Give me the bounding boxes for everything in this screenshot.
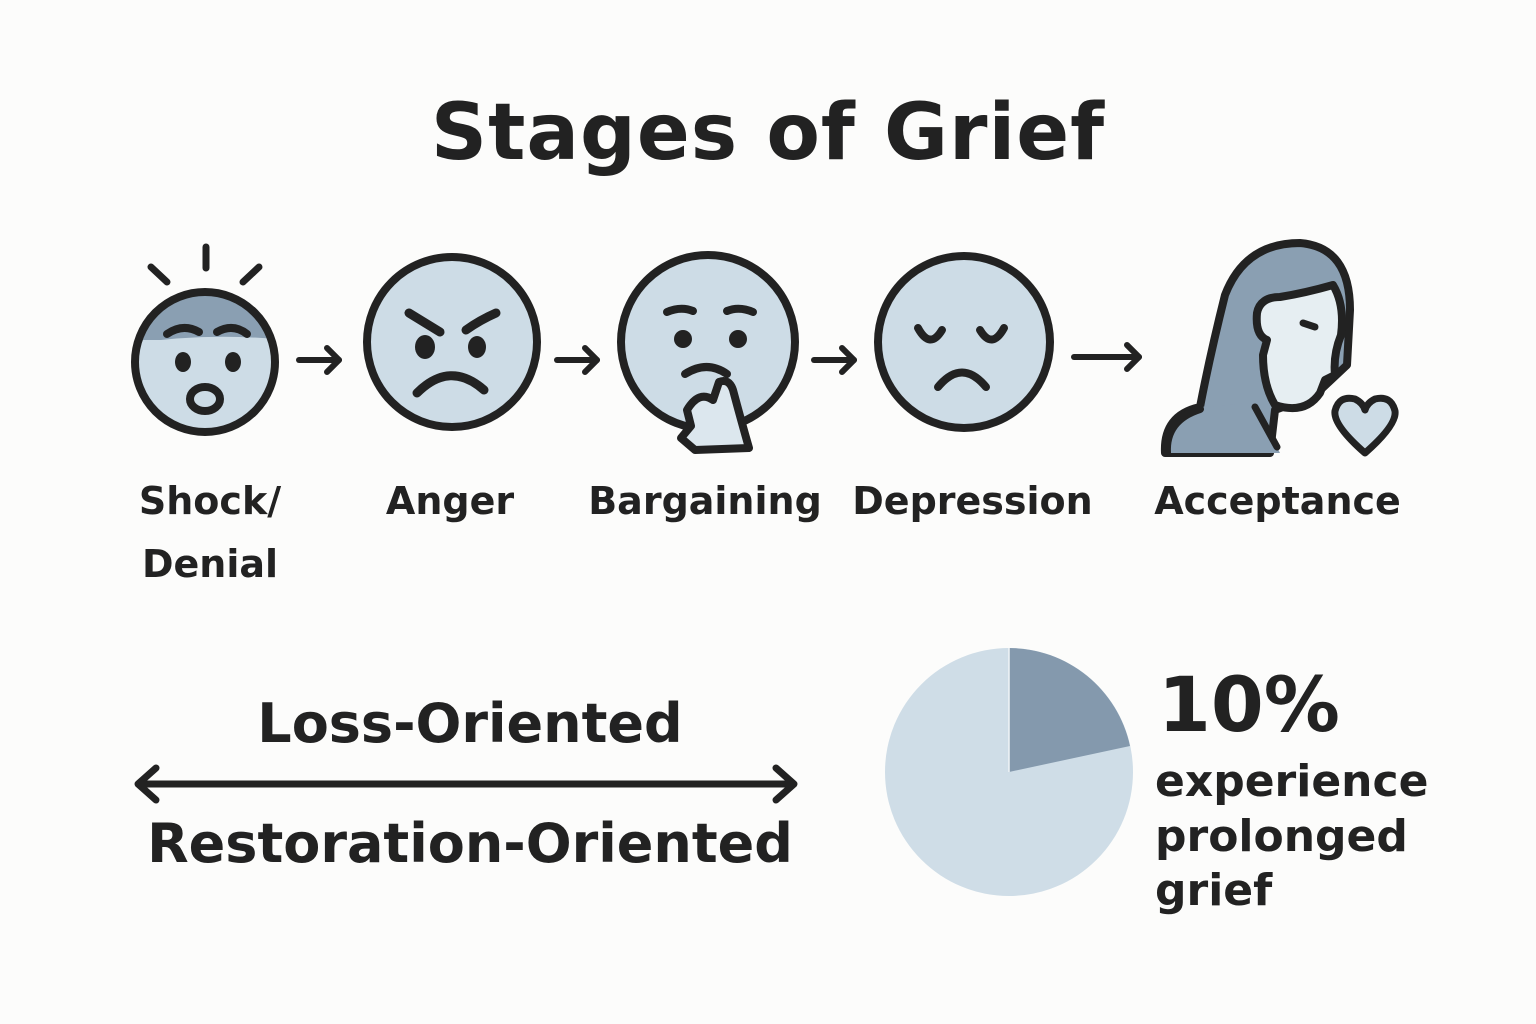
arrow-right-icon: [554, 345, 600, 375]
stage-label-bargaining: Bargaining: [588, 479, 822, 523]
stat-line-3: grief: [1155, 865, 1273, 917]
arrow-right-icon: [811, 345, 857, 375]
stage-label-line1: Shock/: [138, 479, 282, 523]
thinking-face-icon: [617, 251, 799, 454]
stage-label-line2: Denial: [141, 541, 279, 586]
stat-percentage: 10%: [1158, 660, 1340, 749]
pie-slice-prolonged-grief: [1009, 648, 1130, 772]
page-title: Stages of Grief: [430, 88, 1106, 178]
angry-face-icon: [363, 253, 541, 431]
arrow-right-icon: [1071, 342, 1142, 372]
stage-label-shock-denial: Shock/ Denial: [120, 470, 300, 595]
stage-label-acceptance: Acceptance: [1154, 479, 1401, 523]
stat-description: experience prolonged grief: [1155, 755, 1428, 919]
stat-line-1: experience: [1155, 756, 1429, 807]
arrow-right-icon: [296, 345, 342, 375]
stage-label-anger: Anger: [385, 479, 515, 523]
pie-chart: [885, 648, 1133, 896]
person-with-heart-icon: [1160, 239, 1399, 457]
loss-oriented-label: Loss-Oriented: [257, 692, 683, 755]
sad-face-icon: [874, 252, 1054, 432]
double-headed-arrow-icon: [134, 764, 798, 804]
stage-label-depression: Depression: [852, 479, 1093, 523]
restoration-oriented-label: Restoration-Oriented: [147, 812, 793, 875]
stat-line-2: prolonged: [1155, 810, 1408, 862]
surprised-face-icon: [131, 243, 279, 436]
